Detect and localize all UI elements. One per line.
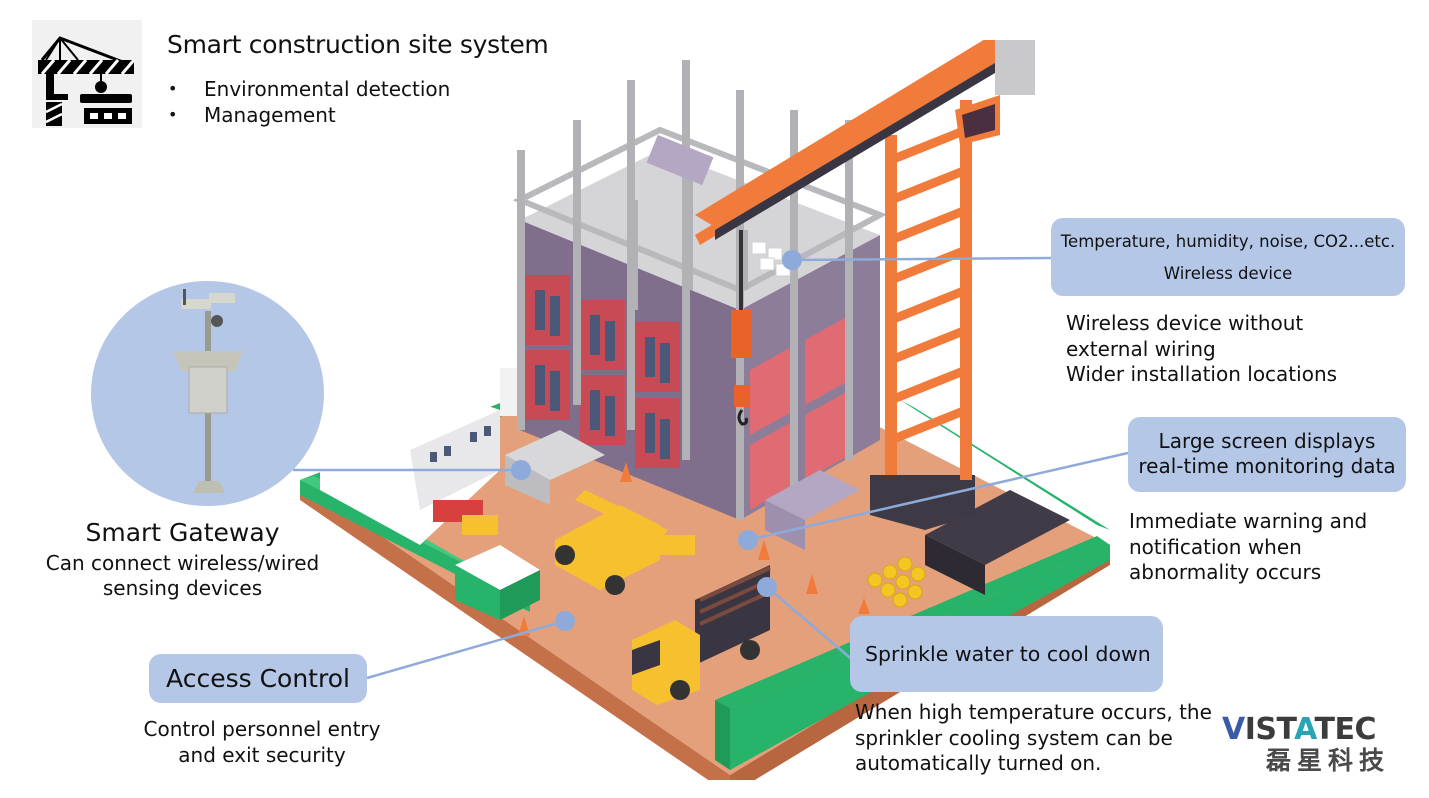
sensor-description: Wireless device without external wiring … (1066, 311, 1337, 388)
callout-line: real-time monitoring data (1128, 454, 1406, 479)
logo-chinese: 磊星科技 (1222, 746, 1392, 776)
desc-line: external wiring (1066, 337, 1337, 363)
screen-callout: Large screen displays real-time monitori… (1128, 417, 1406, 492)
callout-line: Temperature, humidity, noise, CO2...etc. (1051, 226, 1405, 258)
desc-line: Control personnel entry (122, 717, 402, 743)
desc-line: sensing devices (40, 576, 325, 601)
logo-wordmark: VISTATEC (1222, 714, 1392, 746)
vistatec-logo: VISTATEC 磊星科技 (1222, 714, 1392, 776)
sprinkler-callout: Sprinkle water to cool down (850, 616, 1163, 692)
gateway-image-circle (91, 281, 324, 506)
desc-line: abnormality occurs (1129, 560, 1367, 586)
sprinkler-description: When high temperature occurs, the sprink… (855, 700, 1212, 777)
tower-crane-icon (32, 20, 142, 128)
gateway-title: Smart Gateway (40, 518, 325, 547)
bullet-icon: • (168, 76, 204, 102)
gateway-description: Can connect wireless/wired sensing devic… (40, 551, 325, 601)
bullet-icon: • (168, 102, 204, 128)
access-control-callout: Access Control (149, 654, 367, 703)
desc-line: sprinkler cooling system can be (855, 726, 1212, 752)
desc-line: notification when (1129, 535, 1367, 561)
logo-ist: IST (1245, 712, 1294, 747)
callout-line: Wireless device (1051, 258, 1405, 290)
logo-a: A (1294, 712, 1314, 747)
desc-line: Can connect wireless/wired (40, 551, 325, 576)
callout-line: Large screen displays (1128, 429, 1406, 454)
logo-v: V (1222, 712, 1245, 747)
desc-line: Wireless device without (1066, 311, 1337, 337)
gateway-pole-icon (91, 281, 324, 506)
desc-line: automatically turned on. (855, 751, 1212, 777)
sensor-callout: Temperature, humidity, noise, CO2...etc.… (1051, 218, 1405, 296)
desc-line: Wider installation locations (1066, 362, 1337, 388)
desc-line: When high temperature occurs, the (855, 700, 1212, 726)
screen-description: Immediate warning and notification when … (1129, 509, 1367, 586)
desc-line: Immediate warning and (1129, 509, 1367, 535)
desc-line: and exit security (122, 743, 402, 769)
logo-tec: TEC (1315, 712, 1376, 747)
access-control-description: Control personnel entry and exit securit… (122, 717, 402, 768)
